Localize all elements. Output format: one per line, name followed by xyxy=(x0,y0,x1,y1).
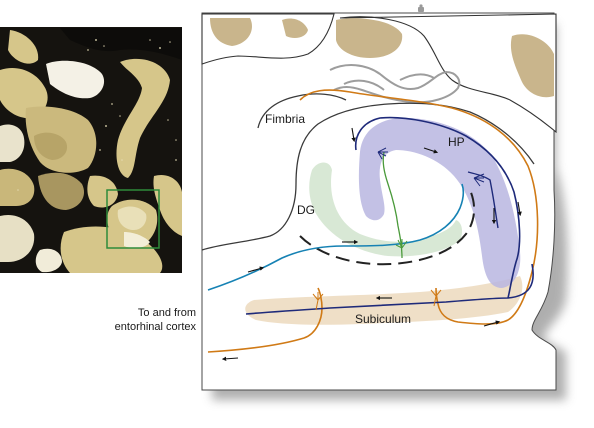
navy-pathway-lower xyxy=(245,263,534,315)
pathways xyxy=(207,89,539,362)
label-subiculum: Subiculum xyxy=(355,312,411,326)
navy-pathway-loop xyxy=(354,116,521,299)
label-entorhinal-line1: To and from xyxy=(138,307,196,319)
dg-region xyxy=(309,162,463,257)
hippocampus-outline xyxy=(201,102,535,251)
orange-pathway xyxy=(207,287,323,353)
label-fimbria: Fimbria xyxy=(265,112,305,126)
label-entorhinal-line2: entorhinal cortex xyxy=(115,321,197,333)
green-pathway xyxy=(382,151,403,259)
brain-slice-photo xyxy=(0,27,182,273)
orange-pathway-arc xyxy=(299,89,539,325)
regions xyxy=(245,118,523,325)
subiculum-region xyxy=(245,276,523,325)
dentate-dashed-boundary xyxy=(299,189,476,266)
figure-icon xyxy=(418,4,424,12)
label-dg: DG xyxy=(297,203,315,217)
neuron-tufts xyxy=(312,147,485,311)
inset-highlight-box xyxy=(106,189,160,249)
direction-arrows xyxy=(221,127,522,362)
hp-region xyxy=(358,118,521,288)
fimbria-outline xyxy=(257,93,347,129)
navy-schaffer xyxy=(467,171,499,229)
teal-pathway xyxy=(207,183,465,291)
label-hp: HP xyxy=(448,135,465,149)
top-tissue xyxy=(201,13,557,134)
